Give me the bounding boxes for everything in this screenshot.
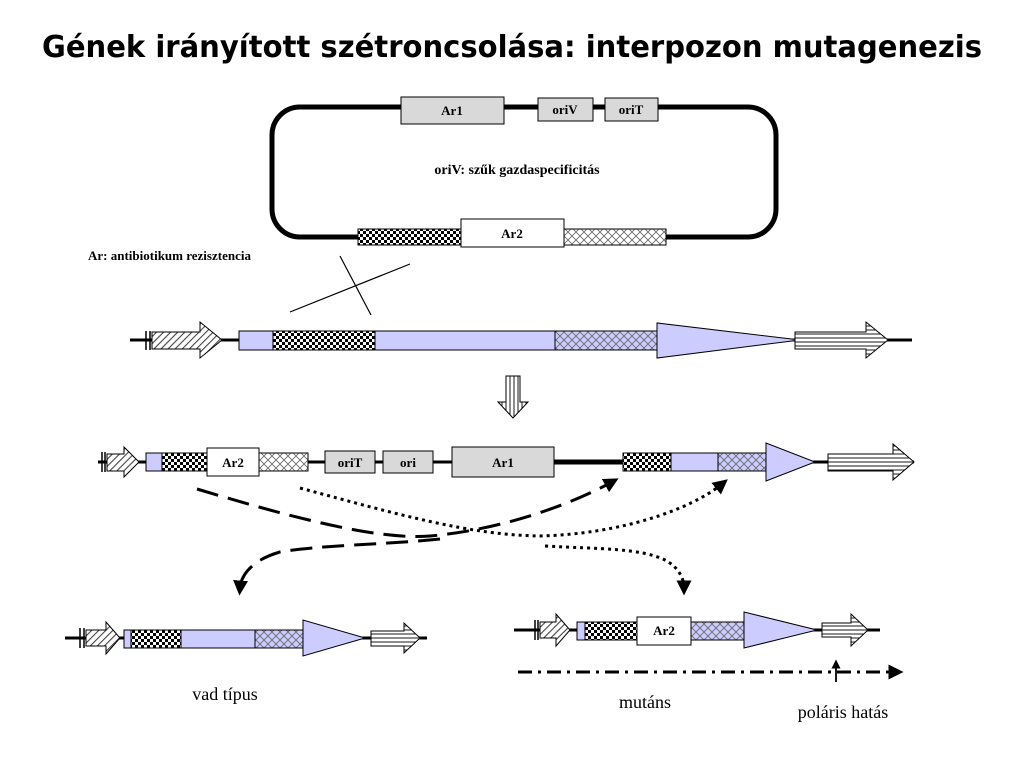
plasmid-oriv-note: oriV: szűk gazdaspecificitás: [434, 163, 600, 178]
row2-orit-label: oriT: [338, 455, 363, 470]
wt-downstream-gene-arrow: [370, 621, 421, 655]
plasmid-hatched-segment: [563, 228, 667, 246]
mut-ar2-box: [636, 616, 692, 646]
crossover-line-b: [339, 255, 372, 316]
row1-upstream-gene-arrow: [151, 320, 223, 360]
wild-type-row: vad típus: [65, 619, 427, 704]
row2-ori-box: [382, 450, 434, 474]
ar-legend: Ar: antibiotikum rezisztencia: [88, 248, 251, 263]
mut-checkered-segment: [584, 621, 638, 641]
page-title: Gének irányított szétroncsolása: interpo…: [42, 30, 982, 65]
row2-downstream-gene-arrow: [827, 442, 915, 482]
row2-hatched-segment-right: [717, 452, 767, 472]
plasmid-ar1-box: [400, 96, 505, 125]
dashed-recombination-path: [196, 478, 619, 538]
mut-hatched-segment: [690, 621, 745, 641]
row2-orit-box: [324, 450, 376, 474]
down-arrow-icon: [496, 375, 530, 419]
row2-gene-head: [765, 442, 817, 482]
wt-gene-middle: [180, 629, 256, 649]
mut-ar2-label: Ar2: [653, 623, 675, 638]
row2-checkered-segment: [161, 452, 208, 472]
mut-gene-head: [743, 611, 818, 649]
wt-hatched-segment: [254, 629, 304, 649]
crossover-line-a: [289, 263, 411, 313]
row1-hatched-segment: [554, 330, 658, 351]
wt-gene-head: [302, 619, 367, 657]
plasmid-ar2-box: [460, 218, 565, 248]
wt-gene-start: [123, 629, 132, 649]
row1-target-gene-head: [656, 322, 801, 359]
row1-checkered-segment: [272, 330, 376, 351]
row2-gene-start: [145, 452, 163, 472]
dotted-outcome-arrow: [544, 544, 692, 596]
row2-ar1-label: Ar1: [492, 455, 514, 470]
plasmid-ar1-label: Ar1: [441, 103, 463, 118]
polar-effect-caption: poláris hatás: [798, 702, 888, 722]
chromosome-row: [130, 320, 912, 360]
cointegrate-row: Ar2 oriT ori Ar1: [98, 442, 915, 482]
mutant-caption: mutáns: [619, 692, 671, 712]
plasmid: Ar1 oriV oriT oriV: szűk gazdaspecificit…: [269, 96, 779, 248]
wt-upstream-gene-arrow: [85, 620, 121, 656]
mut-gene-start: [576, 621, 586, 641]
row2-hatched-segment-left: [258, 452, 309, 472]
row1-downstream-gene-arrow: [794, 320, 889, 360]
row2-ar2-box: [206, 447, 260, 477]
row2-ar2-label: Ar2: [222, 455, 244, 470]
plasmid-oriv-box: [537, 97, 594, 122]
wt-checkered-segment: [130, 629, 182, 649]
plasmid-orit-box: [604, 97, 659, 122]
dashed-outcome-arrow: [233, 537, 441, 596]
row2-checkered-segment-right: [622, 452, 672, 472]
row2-gene-middle: [670, 452, 719, 472]
mut-downstream-gene-arrow: [821, 612, 869, 648]
mutant-row: Ar2 mutáns poláris hatás: [514, 611, 904, 722]
plasmid-checkered-segment: [357, 228, 462, 246]
wild-type-caption: vad típus: [192, 684, 258, 704]
mut-upstream-gene-arrow: [539, 612, 571, 648]
plasmid-ar2-label: Ar2: [501, 226, 523, 241]
dotted-recombination-path: [299, 479, 728, 538]
plasmid-oriv-label: oriV: [552, 102, 578, 117]
row2-upstream-gene-arrow: [106, 445, 140, 479]
plasmid-orit-label: oriT: [619, 102, 644, 117]
row2-ori-label: ori: [400, 455, 416, 470]
row2-ar1-box: [451, 446, 555, 478]
